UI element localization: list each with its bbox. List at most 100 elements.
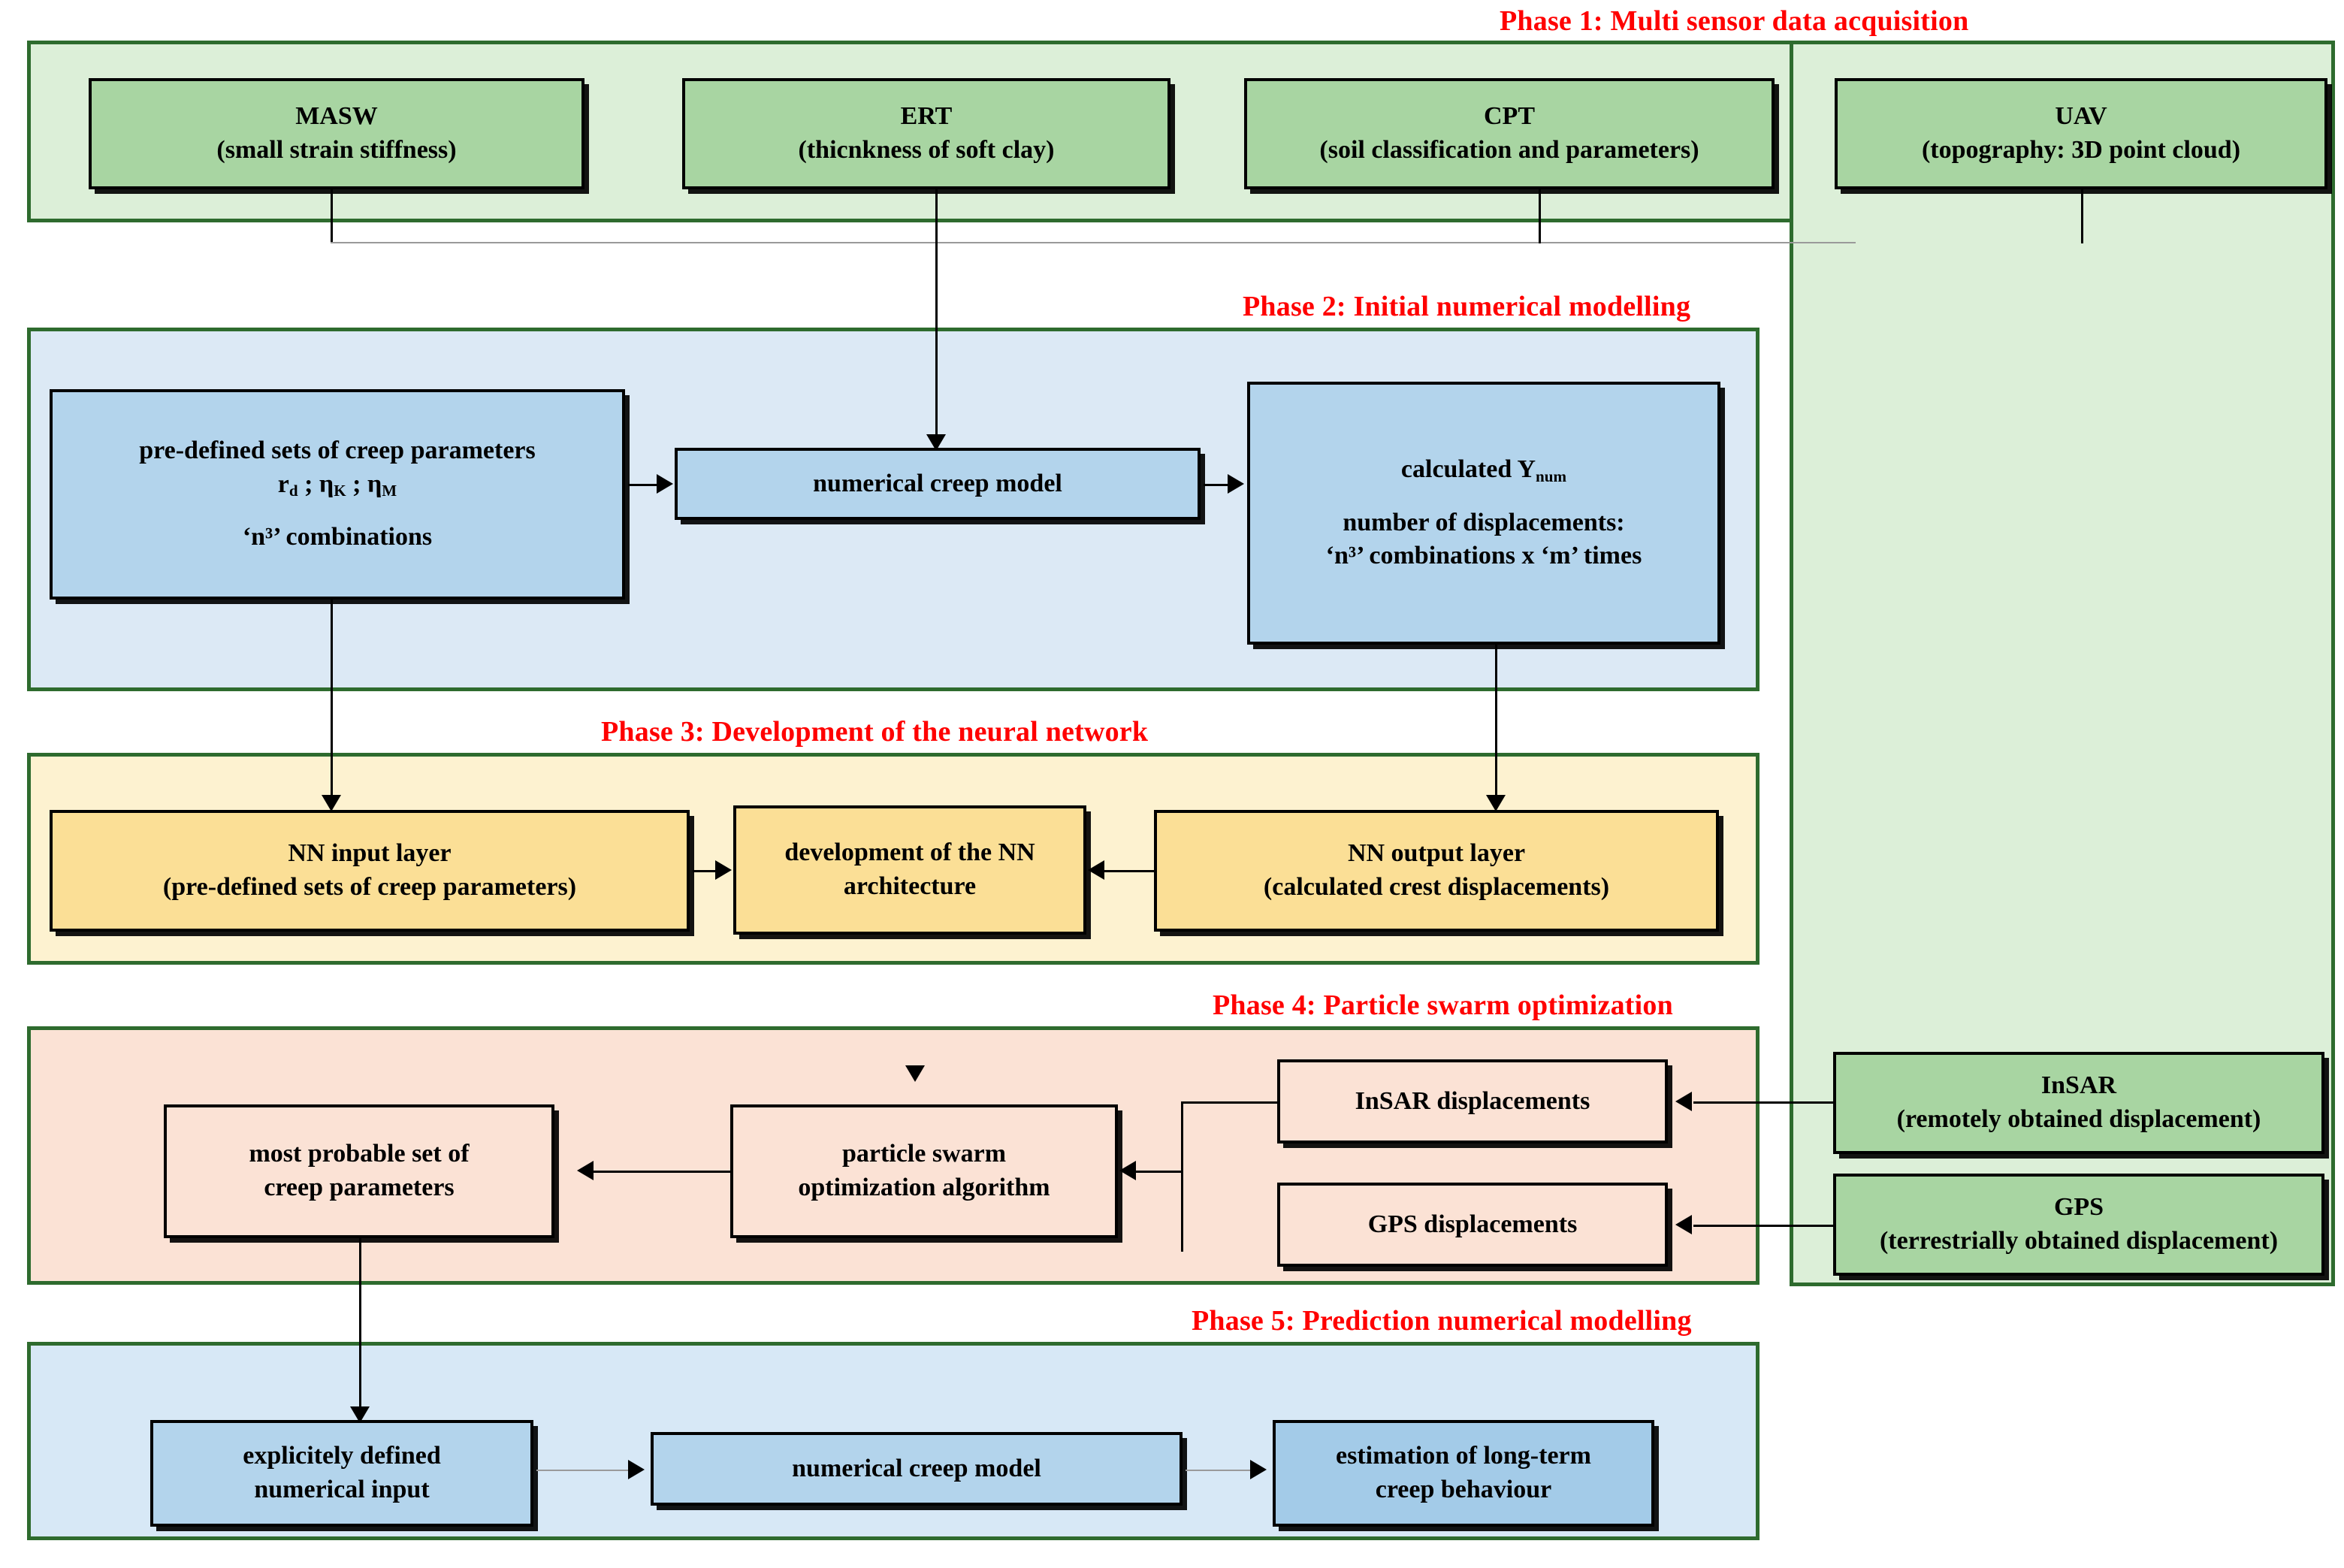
node-gps-disp-label: GPS displacements bbox=[1367, 1210, 1578, 1238]
node-insar-line2: (remotely obtained displacement) bbox=[1896, 1105, 2261, 1133]
connector-predefined-to-creepmodel bbox=[628, 484, 658, 486]
node-ynum-line2: number of displacements: bbox=[1343, 508, 1625, 536]
connector-displacement-bus bbox=[1181, 1101, 1183, 1252]
arrow-explicit-to-creepmodel-p5 bbox=[628, 1460, 645, 1479]
node-ynum-line1: calculated Ynum bbox=[1326, 453, 1642, 487]
node-nn-input-layer[interactable]: NN input layer (pre-defined sets of cree… bbox=[50, 810, 690, 932]
node-insar-displacements[interactable]: InSAR displacements bbox=[1277, 1059, 1668, 1144]
ynum-text: calculated Y bbox=[1400, 455, 1536, 483]
node-uav[interactable]: UAV (topography: 3D point cloud) bbox=[1835, 78, 2327, 189]
node-ert[interactable]: ERT (thicnkness of soft clay) bbox=[682, 78, 1170, 189]
phase1-label: Phase 1: Multi sensor data acquisition bbox=[1500, 5, 1969, 37]
param-sep1: ; η bbox=[298, 470, 334, 498]
arrow-nninput-to-arch bbox=[715, 860, 732, 880]
connector-nninput-to-arch bbox=[693, 870, 717, 872]
connector-pso-to-mostprobable bbox=[594, 1171, 730, 1173]
node-explicit-numerical-input[interactable]: explicitely defined numerical input bbox=[150, 1420, 533, 1527]
connector-bus-to-pso bbox=[1136, 1171, 1183, 1173]
connector-masw-stem bbox=[331, 189, 333, 243]
node-pso-line1: particle swarm bbox=[841, 1140, 1007, 1168]
node-nn-arch-line2: architecture bbox=[843, 872, 977, 900]
node-nn-architecture[interactable]: development of the NN architecture bbox=[733, 805, 1086, 935]
connector-insar-sensor-to-disp bbox=[1693, 1101, 1847, 1104]
connector-creepmodel-to-estimation bbox=[1186, 1470, 1252, 1471]
node-numerical-creep-model-p2[interactable]: numerical creep model bbox=[675, 448, 1201, 520]
node-masw[interactable]: MASW (small strain stiffness) bbox=[89, 78, 584, 189]
connector-phase1-bus bbox=[331, 242, 1856, 243]
node-insar-disp-label: InSAR displacements bbox=[1355, 1086, 1590, 1115]
node-insar-line1: InSAR bbox=[2040, 1071, 2117, 1100]
node-ert-line1: ERT bbox=[900, 102, 953, 131]
node-most-probable-line2: creep parameters bbox=[264, 1174, 455, 1201]
node-estimation-line2: creep behaviour bbox=[1375, 1476, 1552, 1503]
param-etam-sub: M bbox=[382, 482, 397, 500]
node-estimation-longterm-creep[interactable]: estimation of long-term creep behaviour bbox=[1273, 1420, 1654, 1527]
phase5-label: Phase 5: Prediction numerical modelling bbox=[1192, 1305, 1692, 1337]
param-etak-sub: K bbox=[334, 482, 346, 500]
node-ert-line2: (thicnkness of soft clay) bbox=[798, 136, 1055, 164]
node-predefined-line1: pre-defined sets of creep parameters bbox=[139, 436, 536, 464]
node-gps-line1: GPS bbox=[2053, 1193, 2104, 1222]
node-predefined-creep-parameters[interactable]: pre-defined sets of creep parameters rd … bbox=[50, 389, 625, 600]
phase2-label: Phase 2: Initial numerical modelling bbox=[1243, 291, 1691, 322]
node-predefined-parameters: rd ; ηK ; ηM bbox=[139, 468, 535, 502]
connector-to-creep-model bbox=[935, 242, 938, 439]
node-estimation-line1: estimation of long-term bbox=[1336, 1442, 1591, 1470]
param-rd-sub: d bbox=[288, 482, 298, 500]
connector-insar-bus bbox=[1181, 1101, 1279, 1104]
arrow-into-nn-output bbox=[1486, 795, 1506, 811]
phase3-label: Phase 3: Development of the neural netwo… bbox=[601, 716, 1149, 748]
node-nn-output-layer[interactable]: NN output layer (calculated crest displa… bbox=[1154, 810, 1719, 932]
node-creep-model-p5-label: numerical creep model bbox=[792, 1454, 1041, 1482]
node-uav-line1: UAV bbox=[2055, 102, 2107, 131]
node-most-probable-set[interactable]: most probable set of creep parameters bbox=[164, 1104, 554, 1238]
arrow-gps-sensor-to-disp bbox=[1675, 1215, 1692, 1234]
connector-ynum-to-nnoutput bbox=[1495, 645, 1497, 799]
node-explicit-line1: explicitely defined bbox=[243, 1442, 441, 1470]
node-calculated-ynum[interactable]: calculated Ynum number of displacements:… bbox=[1247, 382, 1720, 645]
connector-nnoutput-to-arch bbox=[1104, 870, 1154, 872]
node-nn-input-line2: (pre-defined sets of creep parameters) bbox=[162, 873, 577, 901]
param-sep2: ; η bbox=[346, 470, 382, 498]
node-cpt-line1: CPT bbox=[1484, 102, 1535, 131]
node-gps-line2: (terrestrially obtained displacement) bbox=[1879, 1227, 2279, 1255]
connector-creepmodel-to-ynum bbox=[1204, 484, 1229, 486]
arrow-bus-to-pso bbox=[1119, 1161, 1136, 1180]
node-cpt-line2: (soil classification and parameters) bbox=[1319, 136, 1699, 164]
connector-explicit-to-creepmodel-p5 bbox=[536, 1470, 630, 1471]
connector-uav-stem bbox=[2081, 189, 2083, 243]
node-pso-algorithm[interactable]: particle swarm optimization algorithm bbox=[730, 1104, 1118, 1238]
arrow-nnoutput-to-arch bbox=[1088, 860, 1104, 880]
spacer bbox=[1326, 487, 1642, 506]
connector-gps-sensor-to-disp bbox=[1693, 1225, 1847, 1227]
arrow-creepmodel-to-estimation bbox=[1250, 1460, 1267, 1479]
spacer bbox=[139, 501, 535, 521]
arrow-into-pso bbox=[905, 1065, 925, 1082]
arrow-pso-to-mostprobable bbox=[577, 1161, 594, 1180]
node-predefined-line3: ‘n³’ combinations bbox=[242, 523, 433, 551]
node-numerical-creep-model-p5[interactable]: numerical creep model bbox=[651, 1432, 1183, 1506]
node-pso-line2: optimization algorithm bbox=[798, 1174, 1050, 1201]
node-nn-input-line1: NN input layer bbox=[288, 839, 452, 868]
node-most-probable-line1: most probable set of bbox=[249, 1140, 470, 1168]
node-nn-arch-line1: development of the NN bbox=[784, 838, 1035, 867]
node-insar-sensor[interactable]: InSAR (remotely obtained displacement) bbox=[1833, 1052, 2324, 1154]
node-nn-output-line2: (calculated crest displacements) bbox=[1263, 873, 1610, 901]
arrow-into-explicit-input bbox=[350, 1406, 370, 1423]
arrow-predefined-to-creepmodel bbox=[657, 474, 673, 494]
node-gps-displacements[interactable]: GPS displacements bbox=[1277, 1183, 1668, 1267]
param-rd: r bbox=[277, 470, 289, 498]
connector-predefined-to-nninput bbox=[331, 600, 333, 799]
node-cpt[interactable]: CPT (soil classification and parameters) bbox=[1244, 78, 1775, 189]
node-gps-sensor[interactable]: GPS (terrestrially obtained displacement… bbox=[1833, 1174, 2324, 1276]
arrow-creepmodel-to-ynum bbox=[1228, 474, 1244, 494]
ynum-sub: num bbox=[1536, 467, 1567, 485]
connector-cpt-stem bbox=[1539, 189, 1541, 243]
phase4-label: Phase 4: Particle swarm optimization bbox=[1213, 989, 1673, 1021]
node-uav-line2: (topography: 3D point cloud) bbox=[1921, 136, 2241, 164]
arrow-insar-sensor-to-disp bbox=[1675, 1092, 1692, 1111]
node-ynum-line3: ‘n³’ combinations x ‘m’ times bbox=[1325, 542, 1642, 570]
node-nn-output-line1: NN output layer bbox=[1347, 839, 1526, 868]
arrow-into-nn-input bbox=[322, 795, 341, 811]
